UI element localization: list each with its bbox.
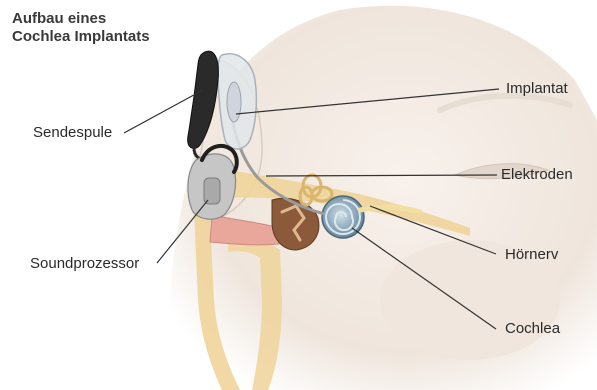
- title-line-1: Aufbau eines: [12, 10, 150, 28]
- title-line-2: Cochlea Implantats: [12, 28, 150, 46]
- label-soundprozessor: Soundprozessor: [30, 255, 139, 272]
- sound-processor-window: [204, 178, 220, 204]
- label-implantat: Implantat: [506, 80, 568, 97]
- label-elektroden: Elektroden: [501, 166, 573, 183]
- label-cochlea: Cochlea: [505, 320, 560, 337]
- label-hoernerv: Hörnerv: [505, 246, 558, 263]
- implant-magnet: [227, 82, 241, 122]
- label-sendespule: Sendespule: [33, 124, 112, 141]
- diagram-title: Aufbau eines Cochlea Implantats: [12, 10, 150, 46]
